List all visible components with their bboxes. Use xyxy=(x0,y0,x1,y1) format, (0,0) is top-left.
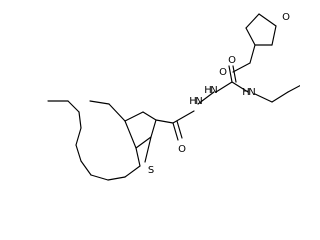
hydrazide-nh-2-label: H xyxy=(204,85,212,96)
bond-c8-12 xyxy=(108,103,126,122)
urea-n-label: N xyxy=(248,87,255,98)
bond-c8-9 xyxy=(124,165,141,178)
bond-c8-11 xyxy=(124,120,137,149)
bond-c8-13 xyxy=(89,100,110,105)
bond-c-to-carbonyl xyxy=(155,119,174,124)
urea-nh-label: H xyxy=(242,87,250,98)
thiophene-sulfur-label: S xyxy=(148,165,154,176)
bond-thiophene-5 xyxy=(144,136,152,163)
bond-urea-c-to-n xyxy=(231,81,249,93)
bond-urea-o-a xyxy=(228,65,233,83)
bond-c8-5 xyxy=(75,144,82,162)
ring-oxygen-label: O xyxy=(282,12,290,23)
bond-c-to-n1 xyxy=(172,110,195,124)
bond-thf-1 xyxy=(245,27,256,46)
bond-thf-2 xyxy=(245,13,260,29)
bond-thf-4 xyxy=(271,25,277,46)
bond-carbonyl-left-a xyxy=(172,122,179,141)
bond-thiophene-3 xyxy=(142,111,157,121)
bond-n1-to-n2 xyxy=(197,91,215,105)
bond-chain-2 xyxy=(287,84,300,93)
bond-urea-n-to-chain xyxy=(254,93,273,103)
bond-c8-7 xyxy=(90,174,109,181)
bond-thf-link-2 xyxy=(249,44,256,64)
chemical-structure-diagram: S O H N H N O H N O O xyxy=(47,12,300,181)
hydrazide-n-2-label: N xyxy=(210,85,217,96)
bond-c8-4 xyxy=(75,127,82,146)
bond-c8-8 xyxy=(107,176,126,181)
hydrazide-n-1-label: N xyxy=(195,96,202,107)
bond-thiophene-2 xyxy=(150,119,157,138)
bond-n2-to-c-urea xyxy=(215,81,233,93)
bond-thf-link-1 xyxy=(232,62,251,73)
bond-carbonyl-left-b xyxy=(176,120,183,139)
bond-urea-o-b xyxy=(232,65,237,83)
bond-c8-6 xyxy=(80,160,92,176)
bond-chain-1 xyxy=(271,91,289,103)
bond-c8-3 xyxy=(78,111,82,129)
urea-oxygen-label: O xyxy=(228,55,236,66)
hydrazide-nh-1-label: H xyxy=(189,96,197,107)
ether-oxygen-label: O xyxy=(219,67,227,78)
bond-thiophene-4 xyxy=(124,111,144,122)
bond-thiophene-1 xyxy=(135,136,152,149)
bond-thf-3 xyxy=(258,13,277,27)
carbonyl-oxygen-label: O xyxy=(178,144,186,155)
bonds xyxy=(47,13,300,181)
atom-labels: S O H N H N O H N O O xyxy=(148,12,290,176)
bond-c8-2 xyxy=(67,100,80,113)
bond-c8-10 xyxy=(135,147,141,167)
